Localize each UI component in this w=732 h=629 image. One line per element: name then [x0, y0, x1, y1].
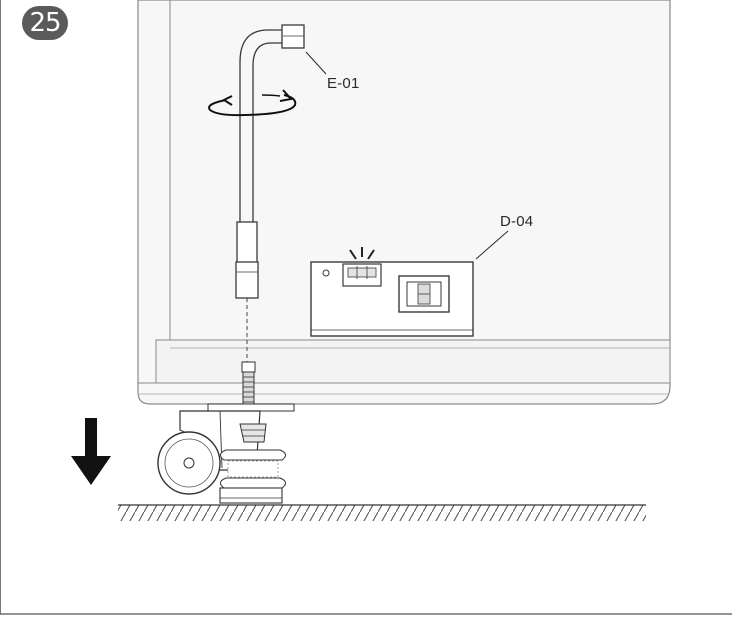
step-number-badge: 25 [22, 6, 68, 40]
spirit-level-icon [310, 247, 474, 337]
wrench-callout-leader [305, 51, 327, 75]
rotation-arrow-icon [208, 89, 297, 117]
level-part-label: D-04 [500, 213, 534, 230]
allen-wrench-icon [235, 24, 305, 299]
page-frame [0, 0, 732, 615]
level-callout-leader [475, 230, 509, 260]
cabinet-body [137, 0, 671, 405]
floor-surface [118, 504, 646, 521]
leveling-caster-icon [157, 361, 295, 504]
down-arrow-icon [71, 418, 111, 485]
wrench-part-label: E-01 [327, 75, 360, 92]
